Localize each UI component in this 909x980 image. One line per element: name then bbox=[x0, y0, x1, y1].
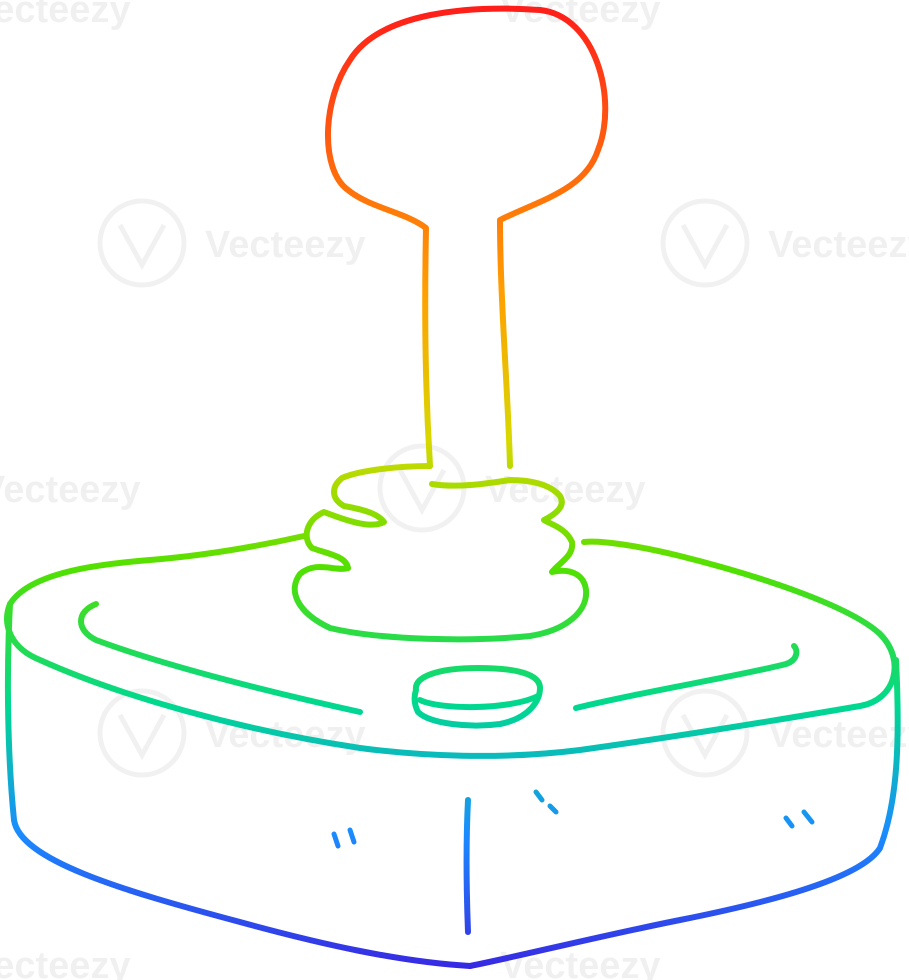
watermark-text: Vecteezy bbox=[768, 714, 909, 756]
watermark-text: Vecteezy bbox=[0, 0, 131, 31]
hand-outline bbox=[291, 463, 590, 643]
joystick-knob-outline bbox=[325, 5, 609, 469]
watermark-text: Vecteezy bbox=[485, 469, 646, 511]
watermark-logo bbox=[660, 198, 750, 288]
watermark-text: Vecteezy bbox=[0, 469, 141, 511]
watermark-logo bbox=[97, 198, 187, 288]
base-left-side-outline bbox=[4, 601, 473, 969]
line-art bbox=[4, 5, 901, 969]
screw-details bbox=[331, 789, 815, 849]
base-top-outline bbox=[4, 533, 898, 759]
base-right-side-outline bbox=[467, 657, 901, 969]
watermark-text: Vecteezy bbox=[500, 0, 661, 31]
base-bevel-right bbox=[573, 643, 800, 711]
base-corner-edge bbox=[463, 797, 471, 935]
watermark-text: Vecteezy bbox=[205, 224, 366, 266]
fire-button-rim bbox=[417, 693, 541, 711]
watermark-text: Vecteezy bbox=[768, 224, 909, 266]
watermark-logo bbox=[97, 688, 187, 778]
watermark-text: Vecteezy bbox=[0, 945, 131, 980]
base-bevel-left bbox=[78, 601, 363, 715]
watermark-text: Vecteezy bbox=[500, 945, 661, 980]
fire-button-outline bbox=[411, 665, 543, 729]
